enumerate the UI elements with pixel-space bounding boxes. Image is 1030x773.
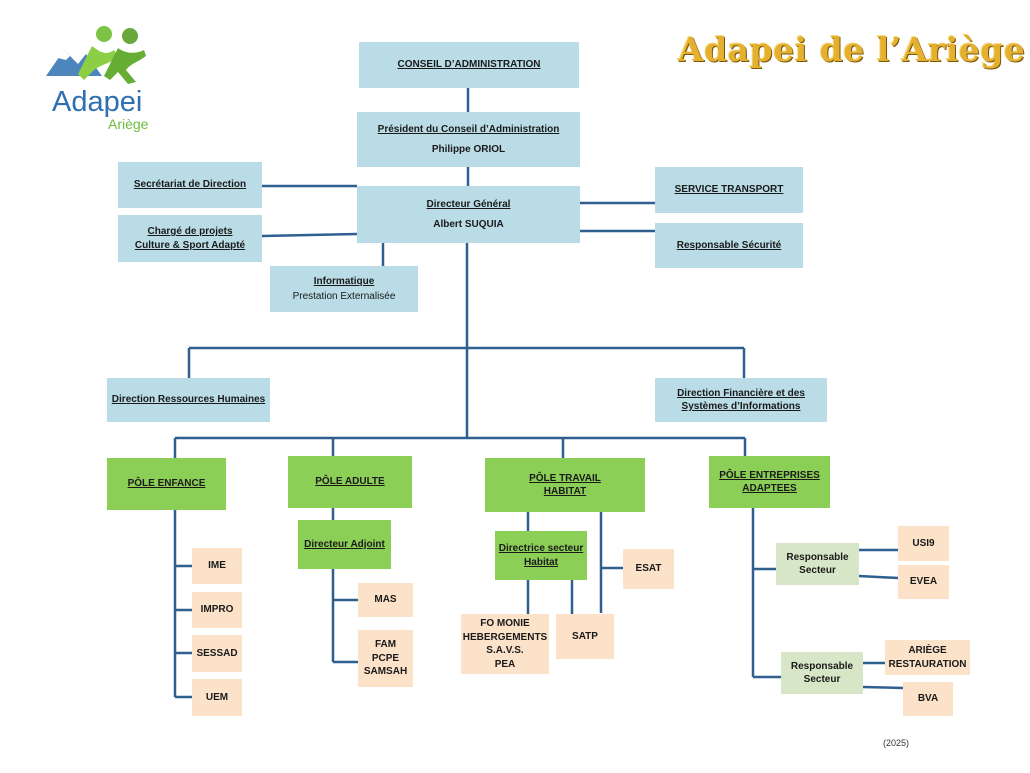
president-title: Président du Conseil d’Administration	[377, 124, 560, 135]
esat-label: ESAT	[635, 563, 662, 575]
president-name: Philippe ORIOL	[431, 143, 506, 155]
pole-travail-line1: PÔLE TRAVAIL	[529, 472, 601, 484]
responsable-secteur-2-box: Responsable Secteur	[781, 652, 863, 694]
fo-line3: S.A.V.S.	[486, 645, 524, 656]
ariege-restauration-box: ARIÈGE RESTAURATION	[885, 640, 970, 675]
conseil-label: CONSEIL D’ADMINISTRATION	[397, 59, 541, 71]
fam-line1: FAM	[374, 639, 397, 651]
directeur-adjoint-label: Directeur Adjoint	[304, 538, 385, 550]
transport-label: SERVICE TRANSPORT	[674, 184, 784, 196]
responsable-secteur-1-box: Responsable Secteur	[776, 543, 859, 585]
fam-line3: SAMSAH	[363, 666, 408, 678]
pole-enfance-label: PÔLE ENFANCE	[127, 478, 206, 490]
satp-label: SATP	[572, 630, 598, 642]
conseil-administration-box: CONSEIL D’ADMINISTRATION	[359, 42, 579, 88]
fo-line1: FO MONIE	[480, 618, 530, 629]
informatique-sub: Prestation Externalisée	[292, 291, 396, 302]
ime-label: IME	[208, 560, 226, 572]
drh-box: Direction Ressources Humaines	[107, 378, 270, 422]
logo-wordmark: Adapei	[52, 86, 143, 118]
dg-title: Directeur Général	[426, 199, 511, 210]
directrice-habitat-box: Directrice secteur Habitat	[495, 531, 587, 580]
pole-entreprises-line2: ADAPTEES	[742, 483, 797, 494]
satp-box: SATP	[556, 614, 614, 659]
president-box: Président du Conseil d’Administration Ph…	[357, 112, 580, 167]
pole-entreprises-line1: PÔLE ENTREPRISES	[719, 469, 820, 481]
projets-line1: Chargé de projets	[147, 226, 233, 237]
responsable-securite-box: Responsable Sécurité	[655, 223, 803, 268]
fo-monie-box: FO MONIE HEBERGEMENTS S.A.V.S. PEA	[461, 614, 549, 674]
fo-line2: HEBERGEMENTS	[462, 631, 548, 643]
informatique-title: Informatique	[313, 275, 375, 287]
dg-name: Albert SUQUIA	[433, 218, 504, 230]
fam-line2: PCPE	[371, 652, 400, 664]
dfsi-line1: Direction Financière et des	[677, 387, 805, 399]
bva-box: BVA	[903, 682, 953, 716]
usi9-box: USI9	[898, 526, 949, 561]
resp2-line1: Responsable	[790, 660, 854, 672]
logo-subtext: Ariège	[108, 116, 149, 132]
resp1-line2: Secteur	[799, 565, 836, 576]
impro-label: IMPRO	[200, 604, 234, 616]
ime-box: IME	[192, 548, 242, 584]
ariege-line1: ARIÈGE	[908, 645, 947, 656]
impro-box: IMPRO	[192, 592, 242, 628]
pole-entreprises-box: PÔLE ENTREPRISES ADAPTEES	[709, 456, 830, 508]
uem-box: UEM	[192, 679, 242, 716]
evea-box: EVEA	[898, 565, 949, 599]
pole-adulte-box: PÔLE ADULTE	[288, 456, 412, 508]
sessad-label: SESSAD	[196, 647, 238, 659]
uem-label: UEM	[205, 691, 229, 703]
mas-label: MAS	[374, 594, 397, 606]
fam-box: FAM PCPE SAMSAH	[358, 630, 413, 687]
secretariat-box: Secrétariat de Direction	[118, 162, 262, 208]
ariege-line2: RESTAURATION	[888, 658, 967, 670]
resp1-line1: Responsable	[786, 551, 849, 563]
directrice-line1: Directrice secteur	[498, 543, 584, 554]
usi9-label: USI9	[912, 537, 935, 549]
service-transport-box: SERVICE TRANSPORT	[655, 167, 803, 213]
fo-line4: PEA	[494, 658, 516, 670]
evea-label: EVEA	[909, 576, 938, 588]
directrice-line2: Habitat	[524, 556, 558, 568]
mas-box: MAS	[358, 583, 413, 617]
pole-enfance-box: PÔLE ENFANCE	[107, 458, 226, 510]
bva-label: BVA	[917, 693, 939, 705]
adapei-logo	[46, 26, 146, 84]
drh-label: Direction Ressources Humaines	[111, 394, 266, 406]
sessad-box: SESSAD	[192, 635, 242, 672]
informatique-box: Informatique Prestation Externalisée	[270, 266, 418, 312]
esat-box: ESAT	[623, 549, 674, 589]
page-title: Adapei de l’Ariège	[678, 30, 1026, 69]
directeur-general-box: Directeur Général Albert SUQUIA	[357, 186, 580, 243]
pole-travail-box: PÔLE TRAVAIL HABITAT	[485, 458, 645, 512]
directeur-adjoint-box: Directeur Adjoint	[298, 520, 391, 569]
secretariat-label: Secrétariat de Direction	[133, 179, 247, 191]
resp2-line2: Secteur	[803, 674, 841, 685]
dfsi-box: Direction Financière et des Systèmes d’I…	[655, 378, 827, 422]
projets-line2: Culture & Sport Adapté	[134, 239, 246, 251]
year-label: (2025)	[883, 738, 910, 748]
dfsi-line2: Systèmes d’Informations	[681, 401, 801, 412]
charge-projets-box: Chargé de projets Culture & Sport Adapté	[118, 215, 262, 262]
pole-adulte-label: PÔLE ADULTE	[315, 476, 385, 488]
pole-travail-line2: HABITAT	[543, 486, 587, 497]
securite-label: Responsable Sécurité	[676, 239, 782, 251]
